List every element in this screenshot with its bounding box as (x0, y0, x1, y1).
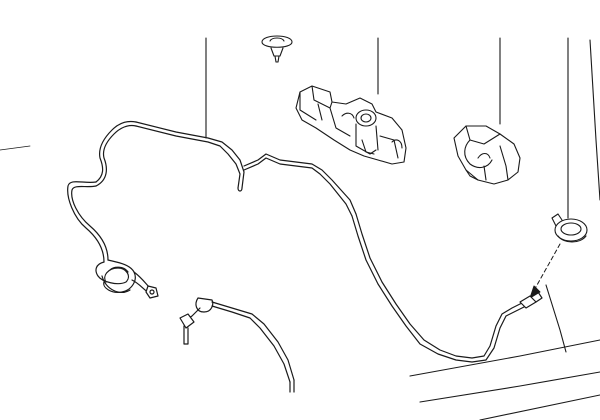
assembly-arrow (529, 243, 561, 299)
vehicle-body-panel (0, 39, 600, 420)
single-pipe-clip (453, 125, 521, 185)
double-pipe-clip (295, 85, 407, 165)
leader-lines (205, 37, 569, 219)
push-clip-fastener (261, 35, 293, 63)
pipe-assembly (67, 120, 543, 393)
hose-clamp (551, 213, 588, 243)
